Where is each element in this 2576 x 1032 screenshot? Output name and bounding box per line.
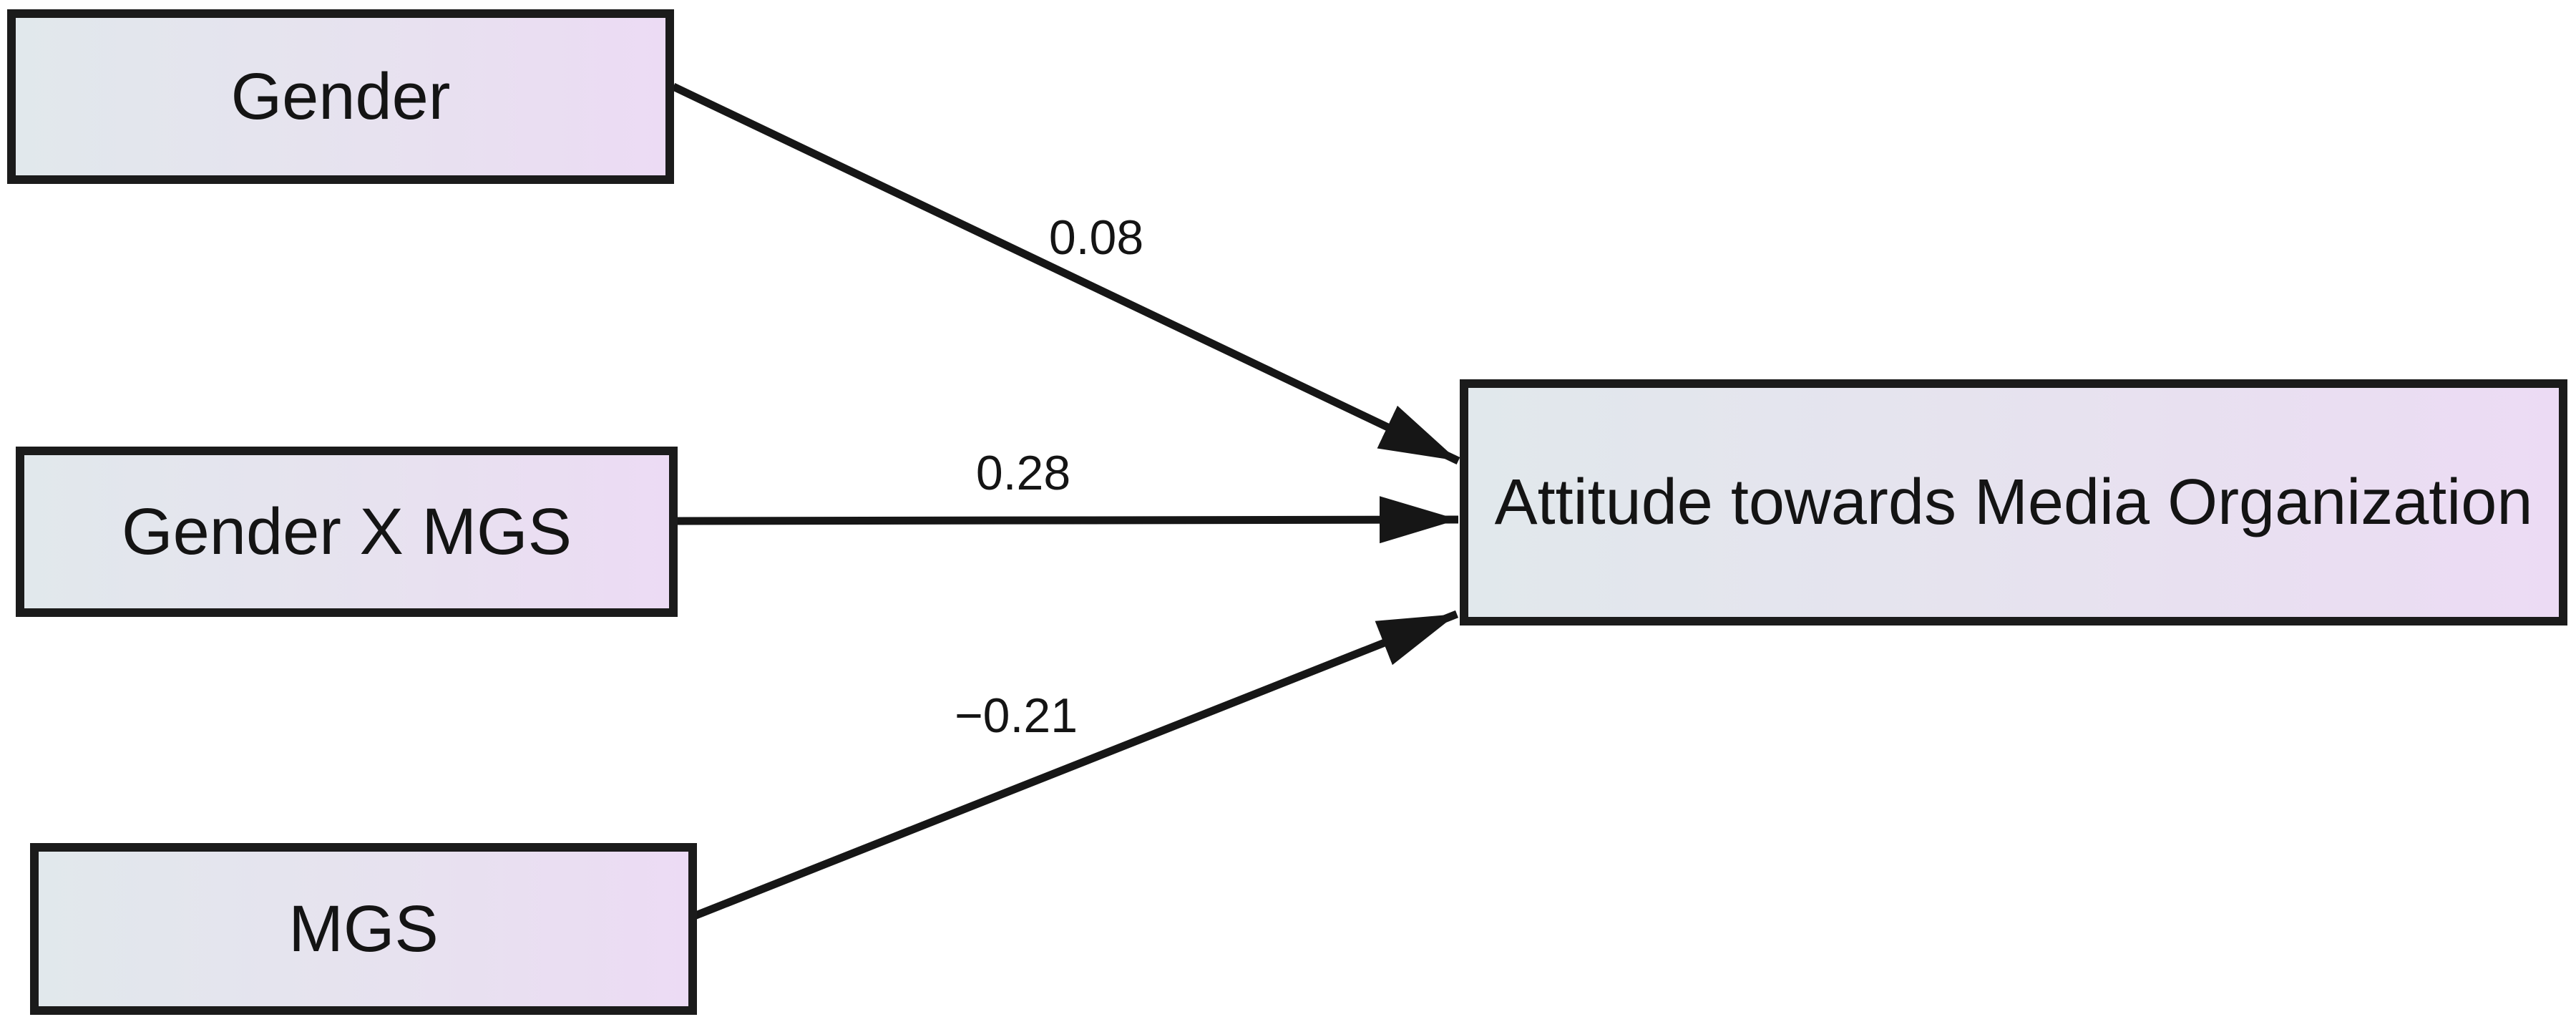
edge-coefficient-gender: 0.08 (1048, 210, 1144, 265)
node-gender-label: Gender (230, 59, 451, 133)
node-mgs: MGS (30, 843, 697, 1015)
edge-coefficient-mgs: −0.21 (954, 688, 1078, 743)
arrow-gender-x-mgs-to-attitude (677, 496, 1459, 544)
node-gender-x-mgs: Gender X MGS (16, 447, 678, 617)
edge-coefficient-gender-x-mgs: 0.28 (975, 446, 1071, 500)
node-attitude: Attitude towards Media Organization (1460, 379, 2567, 625)
node-gender-x-mgs-label: Gender X MGS (122, 495, 572, 568)
node-gender: Gender (7, 9, 674, 184)
node-attitude-label: Attitude towards Media Organization (1494, 466, 2533, 538)
arrow-gender-to-attitude (671, 83, 1460, 464)
arrow-mgs-to-attitude (692, 610, 1459, 920)
node-mgs-label: MGS (288, 892, 439, 965)
